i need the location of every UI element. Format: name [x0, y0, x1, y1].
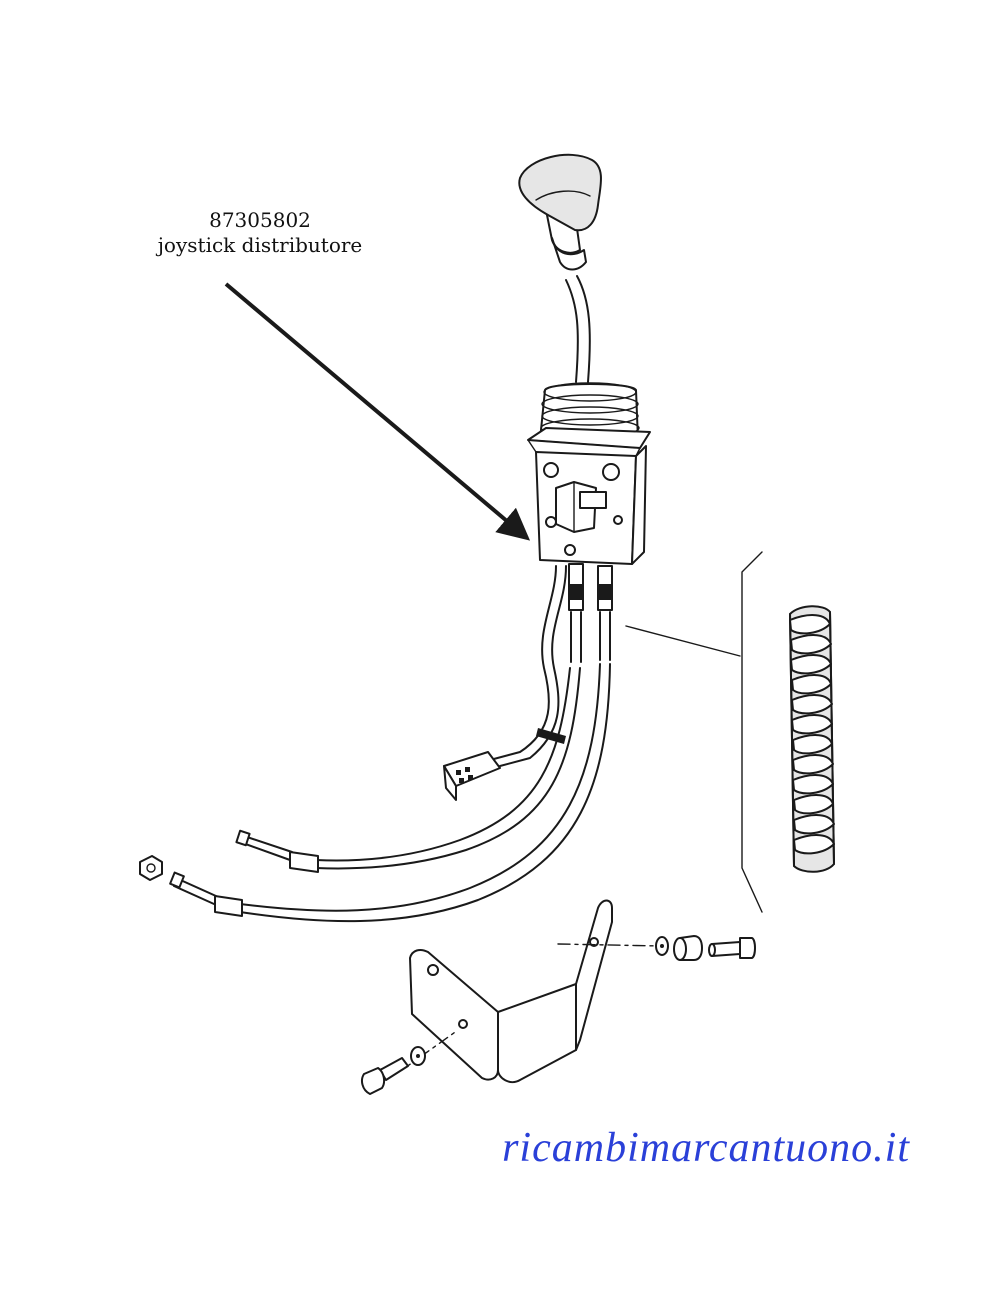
wire-connector — [443, 751, 501, 801]
electrical-harness — [443, 565, 567, 801]
joystick-valve-body — [527, 427, 651, 565]
hose-fittings — [568, 563, 613, 663]
right-fastener-set — [557, 935, 756, 961]
part-number: 87305802 — [209, 208, 311, 232]
part-description: joystick distributore — [157, 233, 363, 257]
spiral-wrap-sleeve — [789, 605, 835, 873]
website-watermark: ricambimarcantuono.it — [502, 1125, 910, 1171]
part-callout-label: 87305802 joystick distributore — [140, 208, 380, 258]
callout-arrow — [224, 282, 531, 541]
sleeve-callout-bracket — [625, 551, 763, 913]
joystick-lever — [518, 153, 602, 383]
cable-nut — [139, 855, 163, 881]
left-fastener-set — [361, 1029, 459, 1095]
mounting-bracket — [409, 899, 613, 1084]
control-cables — [139, 663, 611, 923]
